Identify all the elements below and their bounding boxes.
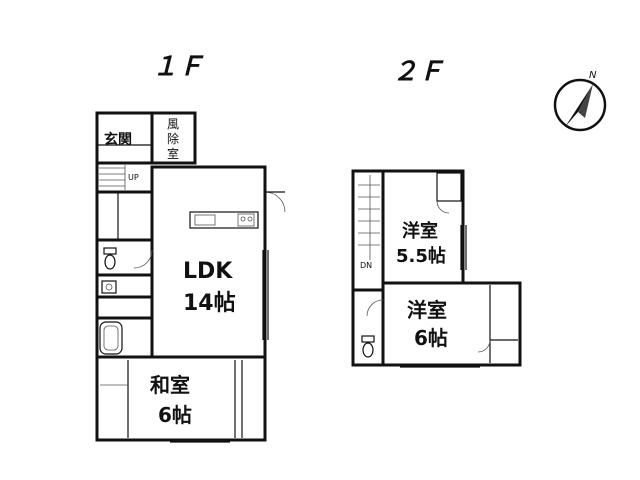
second-floor-plan: DN 洋室 5.5帖 洋室 6帖 <box>351 169 522 368</box>
floor-label-1f: １Ｆ <box>152 52 204 82</box>
stair-down-mark: DN <box>360 261 372 270</box>
room-label-ldk-size: 14帖 <box>183 291 236 316</box>
stair-up-mark: UP <box>128 173 139 182</box>
room-label-ldk: LDK <box>183 259 233 284</box>
kitchen-counter <box>189 211 259 229</box>
compass-north-label: N <box>589 70 597 81</box>
bathtub-icon <box>99 321 123 355</box>
room-label-washitsu: 和室 <box>150 373 190 397</box>
toilet-2f-icon <box>361 335 375 358</box>
toilet-icon <box>103 247 117 270</box>
room-label-youshitsu-b-size: 6帖 <box>414 326 448 350</box>
room-label-washitsu-size: 6帖 <box>158 403 192 427</box>
second-floor-walls <box>351 169 522 367</box>
room-label-youshitsu-a-size: 5.5帖 <box>396 245 446 267</box>
washitsu-walls <box>95 357 267 442</box>
floor-label-2f: ２Ｆ <box>392 57 444 87</box>
room-label-windbreak-3: 室 <box>167 146 179 161</box>
room-label-youshitsu-a: 洋室 <box>402 220 438 242</box>
room-label-windbreak-2: 除 <box>167 131 179 146</box>
stair-2f: DN <box>358 175 380 270</box>
room-label-youshitsu-b: 洋室 <box>407 298 447 322</box>
room-label-entrance: 玄関 <box>104 131 132 148</box>
stair-1f: UP <box>99 165 139 190</box>
north-arrow-icon: N <box>553 70 607 132</box>
first-floor-plan: UP <box>95 111 286 443</box>
room-label-windbreak-1: 風 <box>167 117 179 131</box>
sink-icon <box>101 280 117 294</box>
